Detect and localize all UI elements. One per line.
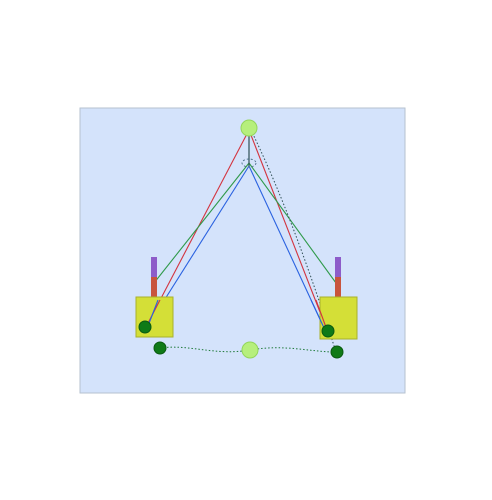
- left-bottom-node[interactable]: [153, 341, 167, 355]
- right-bar: [335, 257, 341, 297]
- red-wire-right: [248, 129, 328, 331]
- left-bar-bottom: [151, 277, 157, 297]
- background-panel: [79, 107, 406, 394]
- right-bottom-node[interactable]: [330, 345, 344, 359]
- bottom-hub[interactable]: [241, 341, 259, 359]
- red-wire-right-end: [315, 299, 328, 331]
- blue-wire-left-end: [147, 299, 159, 327]
- green-wire-right: [248, 162, 337, 284]
- right-block-node[interactable]: [321, 324, 335, 338]
- green-wire-left: [153, 162, 250, 284]
- right-bar-bottom: [335, 277, 341, 297]
- blue-wire-right-end: [310, 299, 326, 331]
- left-bar: [151, 257, 157, 297]
- dashed-loop: [241, 158, 257, 168]
- left-block-node[interactable]: [138, 320, 152, 334]
- right-bar-top: [335, 257, 341, 277]
- left-bar-top: [151, 257, 157, 277]
- top-hub[interactable]: [240, 119, 258, 137]
